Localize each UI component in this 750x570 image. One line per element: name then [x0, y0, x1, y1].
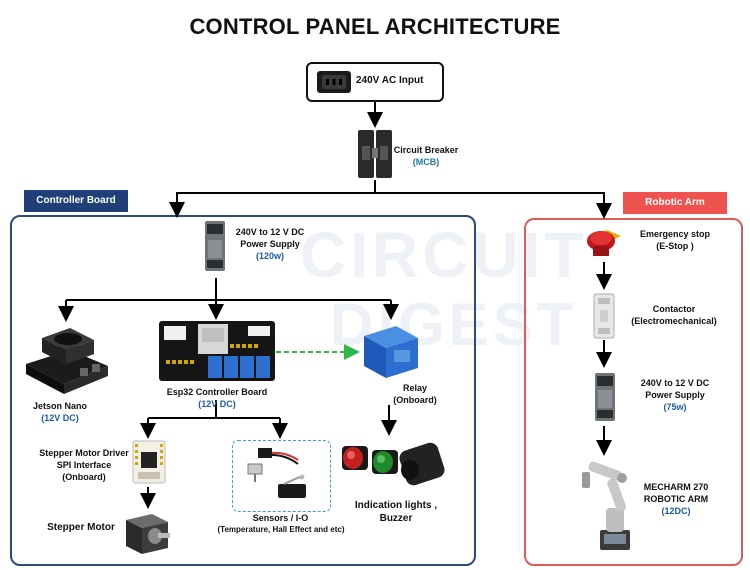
stepper-driver-line3: (Onboard) — [62, 472, 106, 482]
sensors-line1: Sensors / I-O — [252, 513, 309, 523]
psu-75w-icon — [595, 373, 615, 421]
indication-lights-icon — [342, 442, 445, 486]
ac-input-label: 240V AC Input — [356, 75, 424, 86]
psu-120w-icon — [205, 221, 225, 271]
psu-120w-sub: (120w) — [255, 251, 284, 261]
stepper-driver-icon — [132, 440, 166, 484]
psu-120w-line1: 240V to 12 V DC — [235, 227, 305, 237]
breaker-label: Circuit Breaker — [393, 145, 459, 155]
split-bus — [176, 192, 605, 213]
indication-line2: Buzzer — [379, 513, 413, 524]
limit-switch-icon — [278, 474, 306, 498]
jetson-nano-icon — [26, 328, 108, 394]
estop-line2: (E-Stop ) — [656, 241, 694, 251]
watermark-line1: CIRCUIT — [300, 219, 588, 291]
arm-line2: ROBOTIC ARM — [643, 494, 709, 504]
contactor-line2: (Electromechanical) — [631, 316, 717, 326]
arm-psu-line1: 240V to 12 V DC — [640, 378, 710, 388]
arm-line1: MECHARM 270 — [643, 482, 709, 492]
esp32-sub: (12V DC) — [198, 399, 236, 409]
controller-board-frame — [10, 215, 476, 566]
jetson-sub: (12V DC) — [41, 413, 79, 423]
breaker-sub: (MCB) — [412, 157, 440, 167]
circuit-breaker-icon — [358, 130, 392, 178]
sensors-line2: (Temperature, Hall Effect and etc) — [217, 525, 345, 534]
arm-sub: (12DC) — [661, 506, 691, 516]
relay-label: Relay — [402, 383, 428, 393]
sensor-probe-icon — [258, 448, 299, 465]
arm-psu-sub: (75w) — [663, 402, 687, 412]
stepper-motor-label: Stepper Motor — [47, 522, 115, 533]
esp32-label: Esp32 Controller Board — [166, 387, 268, 397]
relay-sub: (Onboard) — [393, 395, 437, 405]
estop-line1: Emergency stop — [639, 229, 711, 239]
power-socket-icon — [317, 71, 351, 93]
page-title: CONTROL PANEL ARCHITECTURE — [189, 14, 561, 39]
indication-line1: Indication lights , — [354, 500, 438, 511]
controller-board-tag: Controller Board — [24, 190, 128, 212]
sensor-module-icon — [247, 463, 263, 482]
robotic-arm-icon — [582, 461, 630, 550]
emergency-stop-icon — [587, 230, 621, 256]
robotic-arm-frame — [524, 218, 743, 566]
arm-psu-line2: Power Supply — [645, 390, 705, 400]
sensors-box — [232, 440, 331, 512]
ac-input-box: 240V AC Input — [306, 62, 444, 102]
esp32-board-icon — [159, 321, 275, 381]
contactor-line1: Contactor — [652, 304, 696, 314]
jetson-label: Jetson Nano — [32, 401, 87, 411]
stepper-driver-line1: Stepper Motor Driver — [39, 448, 129, 458]
relay-icon — [364, 326, 418, 378]
contactor-icon — [593, 293, 615, 339]
stepper-motor-icon — [126, 514, 170, 554]
robotic-arm-tag: Robotic Arm — [623, 192, 727, 214]
psu-120w-line2: Power Supply — [240, 239, 300, 249]
stepper-driver-line2: SPI Interface — [56, 460, 112, 470]
